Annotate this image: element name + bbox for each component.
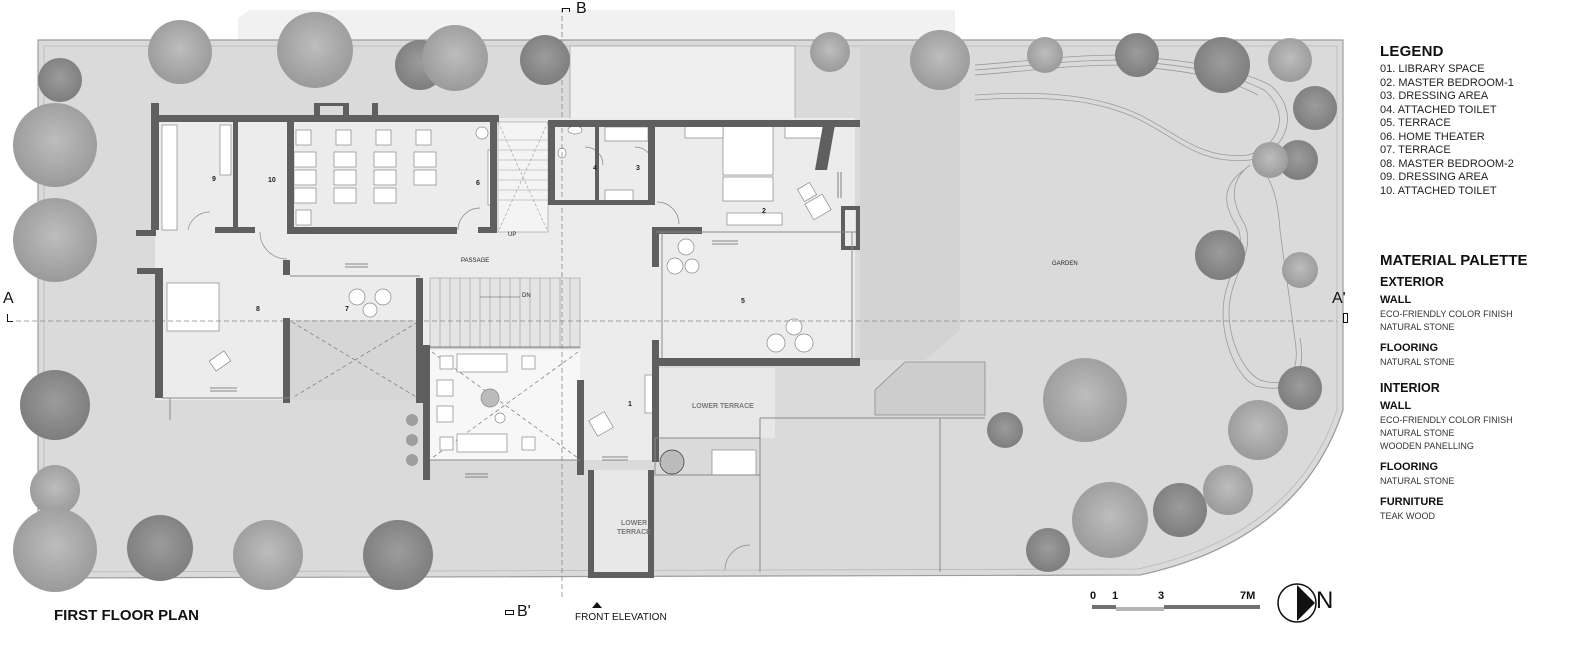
room-number-5: 5 [741, 298, 745, 305]
material-item: ECO-FRIENDLY COLOR FINISH [1380, 309, 1513, 319]
section-marker-b: B [576, 0, 587, 17]
trees [13, 12, 1337, 592]
room-number-6: 6 [476, 180, 480, 187]
scale-tick-0: 0 [1090, 590, 1097, 602]
material-item: WOODEN PANELLING [1380, 441, 1474, 451]
stair-down-label: DN [522, 293, 531, 299]
lower-terrace-label: LOWER TERRACE [692, 403, 754, 410]
room-number-7: 7 [345, 306, 349, 313]
material-item: NATURAL STONE [1380, 357, 1455, 367]
front-elevation-arrow-icon [592, 602, 602, 608]
material-palette: MATERIAL PALETTE EXTERIOR WALL ECO-FRIEN… [1380, 252, 1528, 531]
section-flag-b-icon [562, 8, 570, 12]
scale-tick-3: 3 [1158, 590, 1165, 602]
room-number-9: 9 [212, 176, 216, 183]
legend-item: 07. TERRACE [1380, 144, 1451, 156]
legend-item: 08. MASTER BEDROOM-2 [1380, 157, 1514, 170]
legend-item: 03. DRESSING AREA [1380, 90, 1489, 102]
open-to-sky [569, 45, 796, 122]
interior-heading: INTERIOR [1380, 381, 1440, 395]
scale-tick-7m: 7M [1240, 590, 1256, 602]
north-arrow-icon [1277, 583, 1317, 623]
section-flag-b-prime-icon [505, 610, 514, 615]
exterior-flooring-heading: FLOORING [1380, 342, 1439, 354]
lower-terrace-label-2b: TERRACE [617, 529, 651, 536]
exterior-wall-heading: WALL [1380, 294, 1412, 306]
front-elevation-label: FRONT ELEVATION [575, 612, 667, 623]
scale-bar-segment-3 [1164, 605, 1260, 609]
section-lines [16, 8, 1337, 600]
material-item: NATURAL STONE [1380, 428, 1455, 438]
legend-item: 09. DRESSING AREA [1380, 171, 1489, 183]
section-marker-b-prime: B' [517, 603, 531, 620]
room-number-2: 2 [762, 208, 766, 215]
roof-shadow [238, 10, 955, 40]
walls [136, 103, 860, 578]
material-item: TEAK WOOD [1380, 511, 1436, 521]
room-number-8: 8 [256, 306, 260, 313]
section-marker-a-prime: A' [1332, 290, 1346, 307]
room-number-1: 1 [628, 401, 632, 408]
stair-up-label: UP [508, 232, 517, 238]
theater-seats [293, 126, 496, 226]
passage-label: PASSAGE [461, 258, 490, 264]
scale-bar-segment-2 [1116, 607, 1164, 611]
interior-furniture-heading: FURNITURE [1380, 496, 1444, 508]
section-marker-a: A [3, 290, 14, 307]
scale-tick-1: 1 [1112, 590, 1119, 602]
legend-item: 05. TERRACE [1380, 117, 1451, 129]
exterior-heading: EXTERIOR [1380, 275, 1444, 289]
room-number-4: 4 [593, 165, 597, 172]
legend-item: 01. LIBRARY SPACE [1380, 63, 1485, 75]
garden-label: GARDEN [1052, 261, 1078, 267]
material-item: NATURAL STONE [1380, 322, 1455, 332]
legend-title: LEGEND [1380, 43, 1444, 60]
material-item: ECO-FRIENDLY COLOR FINISH [1380, 415, 1513, 425]
drawing-title: FIRST FLOOR PLAN [54, 607, 199, 624]
legend-item: 06. HOME THEATER [1380, 130, 1485, 143]
legend: LEGEND 01. LIBRARY SPACE 02. MASTER BEDR… [1380, 43, 1514, 198]
section-flag-a-icon [7, 314, 13, 322]
interior-flooring-heading: FLOORING [1380, 461, 1439, 473]
material-item: NATURAL STONE [1380, 476, 1455, 486]
lower-terrace-label-2a: LOWER [621, 520, 648, 527]
interior-wall-heading: WALL [1380, 400, 1412, 412]
section-flag-a-prime-icon [1343, 313, 1348, 323]
north-label: N [1316, 587, 1334, 614]
legend-item: 02. MASTER BEDROOM-1 [1380, 76, 1514, 89]
scale-bar-segment-1 [1092, 605, 1116, 609]
material-palette-title: MATERIAL PALETTE [1380, 252, 1528, 269]
room-number-10: 10 [268, 177, 276, 184]
legend-item: 10. ATTACHED TOILET [1380, 184, 1497, 197]
stairs [429, 121, 581, 349]
legend-item: 04. ATTACHED TOILET [1380, 103, 1497, 116]
north-arrow: N [1276, 581, 1336, 632]
room-number-3: 3 [636, 165, 640, 172]
